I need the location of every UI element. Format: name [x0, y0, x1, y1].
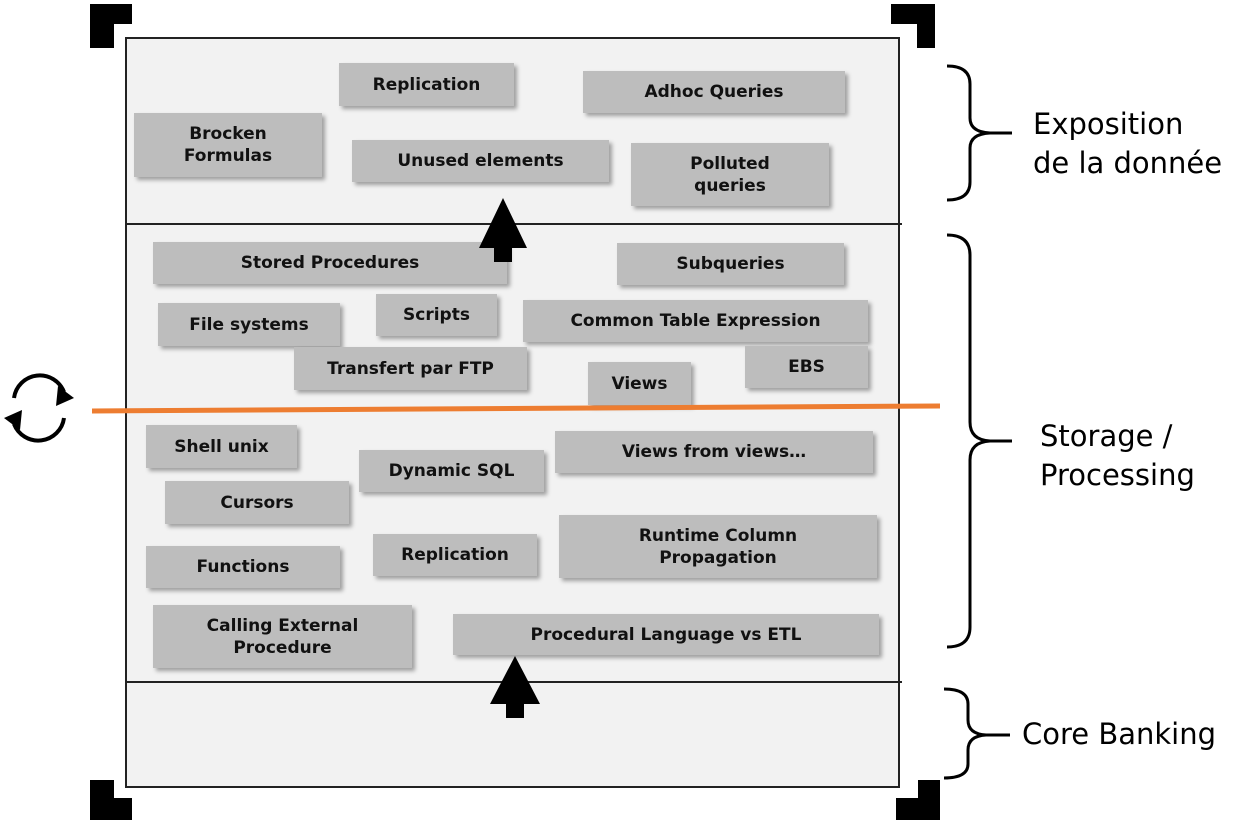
box-procedural-language-vs-etl: Procedural Language vs ETL	[453, 614, 879, 655]
layer-label-storage-processing: Storage / Processing	[1040, 419, 1195, 492]
up-arrow-icon	[479, 198, 527, 262]
box-views-from-views: Views from views…	[555, 431, 873, 473]
box-runtime-column-propagation: Runtime Column Propagation	[559, 515, 877, 578]
box-replication-storage: Replication	[373, 534, 537, 576]
brace-storage	[946, 233, 1012, 649]
corner-mark-bottom-right	[896, 780, 940, 820]
refresh-arrowhead	[4, 410, 22, 430]
box-shell-unix: Shell unix	[146, 425, 297, 468]
up-arrow-icon	[490, 656, 540, 718]
box-transfert-par-ftp: Transfert par FTP	[294, 347, 527, 390]
box-adhoc-queries: Adhoc Queries	[583, 71, 845, 113]
layer-label-exposition: Exposition de la donnée	[1033, 107, 1223, 180]
layer-label-core-banking: Core Banking	[1022, 717, 1217, 751]
processing-separator-line	[91, 403, 941, 414]
box-subqueries: Subqueries	[617, 243, 844, 285]
box-brocken-formulas: Brocken Formulas	[134, 113, 322, 177]
box-ebs: EBS	[745, 346, 868, 388]
box-dynamic-sql: Dynamic SQL	[359, 450, 544, 492]
box-replication-exposition: Replication	[339, 63, 514, 106]
refresh-arrowhead	[56, 386, 74, 406]
brace-core-banking	[943, 687, 1010, 780]
box-common-table-expression: Common Table Expression	[523, 300, 868, 342]
box-scripts: Scripts	[376, 294, 497, 336]
brace-exposition	[946, 64, 1012, 202]
box-polluted-queries: Polluted queries	[631, 143, 829, 206]
refresh-cycle-icon	[12, 373, 66, 443]
box-stored-procedures: Stored Procedures	[153, 242, 507, 284]
box-file-systems: File systems	[158, 303, 340, 346]
box-views: Views	[588, 362, 691, 405]
box-cursors: Cursors	[165, 481, 349, 524]
box-unused-elements: Unused elements	[352, 140, 609, 182]
box-calling-external-procedure: Calling External Procedure	[153, 605, 412, 668]
box-functions: Functions	[146, 546, 340, 588]
